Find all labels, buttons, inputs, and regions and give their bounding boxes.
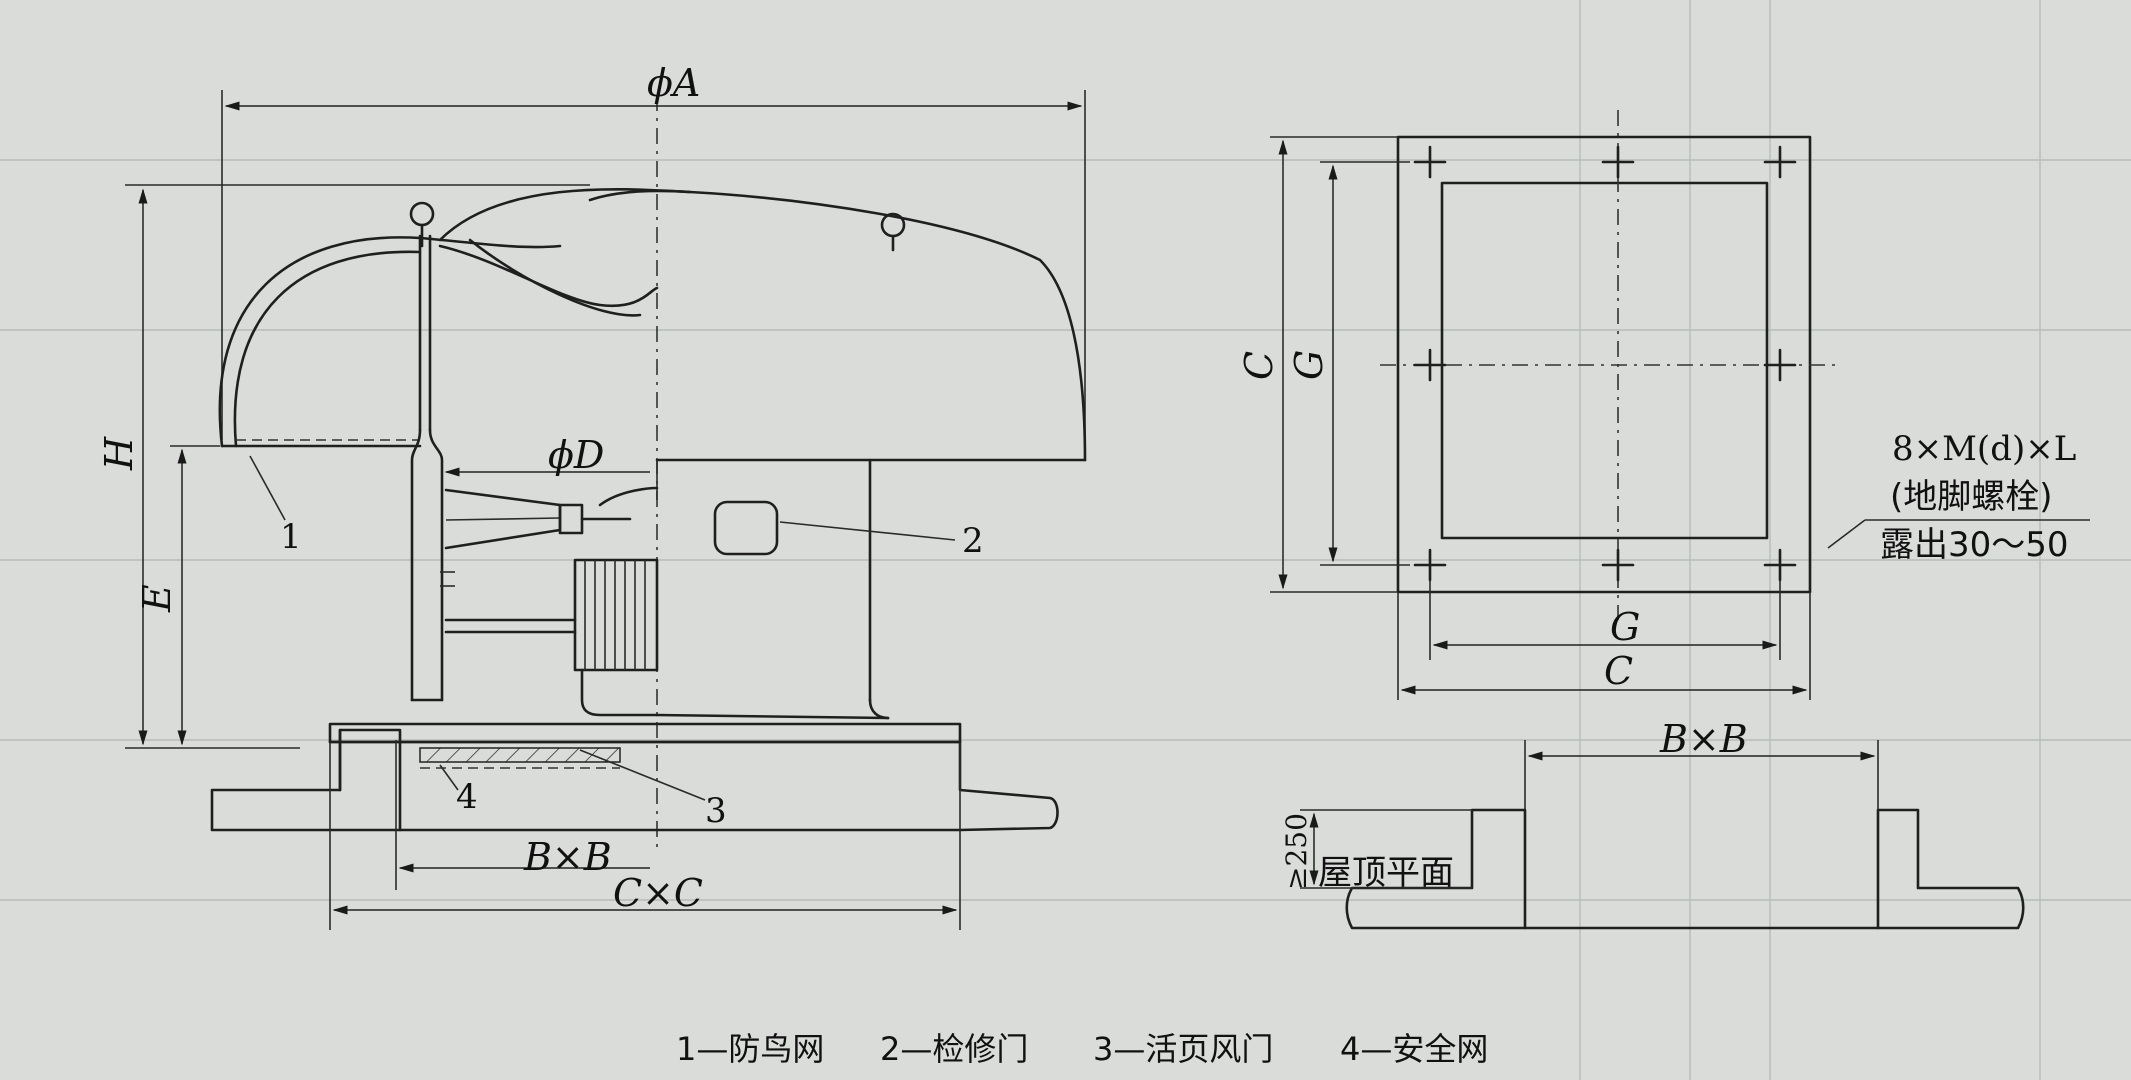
hood-inner-curve-2 <box>468 238 642 317</box>
label-phi-d: ϕD <box>548 433 604 477</box>
hood-top-seam <box>588 189 692 202</box>
callout-1: 1 <box>280 517 302 557</box>
left-view-fan-elevation: ϕA ϕD B×B C×C H E 1 2 3 4 <box>97 61 1087 930</box>
label-e: E <box>135 584 179 613</box>
label-g-horz: G <box>1610 605 1640 649</box>
motor-body <box>573 558 659 672</box>
caption-item-2: 2—检修门 <box>880 1030 1028 1068</box>
duct-wall-inner <box>428 428 444 702</box>
label-g-vert: G <box>1287 350 1331 380</box>
leader-2 <box>779 521 956 541</box>
curb-right-section <box>1876 808 2025 930</box>
roof-curb-left <box>210 728 402 832</box>
hood-outer-left <box>218 236 562 448</box>
roof-slab-right <box>958 740 1059 832</box>
callout-4: 4 <box>456 777 478 817</box>
duct-right-foot <box>868 698 890 720</box>
right-view-plan: C G G C B×B ≥250 屋顶平面 8×M(d)×L (地脚螺栓) 露出… <box>1237 110 2090 930</box>
leader-3 <box>579 749 706 801</box>
label-bxb-left: B×B <box>523 835 612 879</box>
fan-hub <box>558 503 584 535</box>
lifting-eye-left-icon <box>409 201 435 227</box>
label-c-vert: C <box>1237 351 1281 380</box>
hood-inner-left <box>233 250 422 448</box>
roof-plane-label: 屋顶平面 <box>1318 853 1454 893</box>
leader-bolt <box>1827 519 1866 549</box>
duct-bottom <box>655 713 890 720</box>
hinged-damper <box>419 747 621 763</box>
motor-mount <box>580 668 659 717</box>
motor-fins <box>584 560 646 670</box>
caption-item-4: 4—安全网 <box>1340 1030 1488 1068</box>
caption-item-3: 3—活页风门 <box>1093 1030 1273 1068</box>
duct-wall-outer <box>410 428 422 702</box>
label-height-min: ≥250 <box>1280 813 1313 890</box>
label-bxb-right: B×B <box>1659 717 1748 761</box>
label-h: H <box>97 436 141 471</box>
hood-dome-right <box>438 187 1087 462</box>
fan-axis <box>445 517 561 521</box>
label-phi-a: ϕA <box>647 61 700 105</box>
leader-1 <box>249 455 286 521</box>
label-c-horz: C <box>1604 649 1633 693</box>
inspection-door <box>713 500 779 556</box>
hood-inner-curve <box>438 244 659 308</box>
base-inner-opening <box>1440 181 1769 540</box>
bolt-note-line1: 8×M(d)×L <box>1892 429 2076 469</box>
bolt-note-line2: (地脚螺栓) <box>1890 477 2053 517</box>
caption-item-1: 1—防鸟网 <box>676 1030 824 1068</box>
callout-3: 3 <box>705 791 727 831</box>
motor-bracket-top <box>598 486 659 507</box>
label-cxc: C×C <box>613 871 703 915</box>
legend-caption: 1—防鸟网 2—检修门 3—活页风门 4—安全网 <box>676 1030 1488 1068</box>
leader-4 <box>439 764 459 791</box>
bolt-note-line3: 露出30～50 <box>1880 525 2069 565</box>
bolt-marks <box>1413 145 1797 582</box>
callout-2: 2 <box>962 521 984 561</box>
